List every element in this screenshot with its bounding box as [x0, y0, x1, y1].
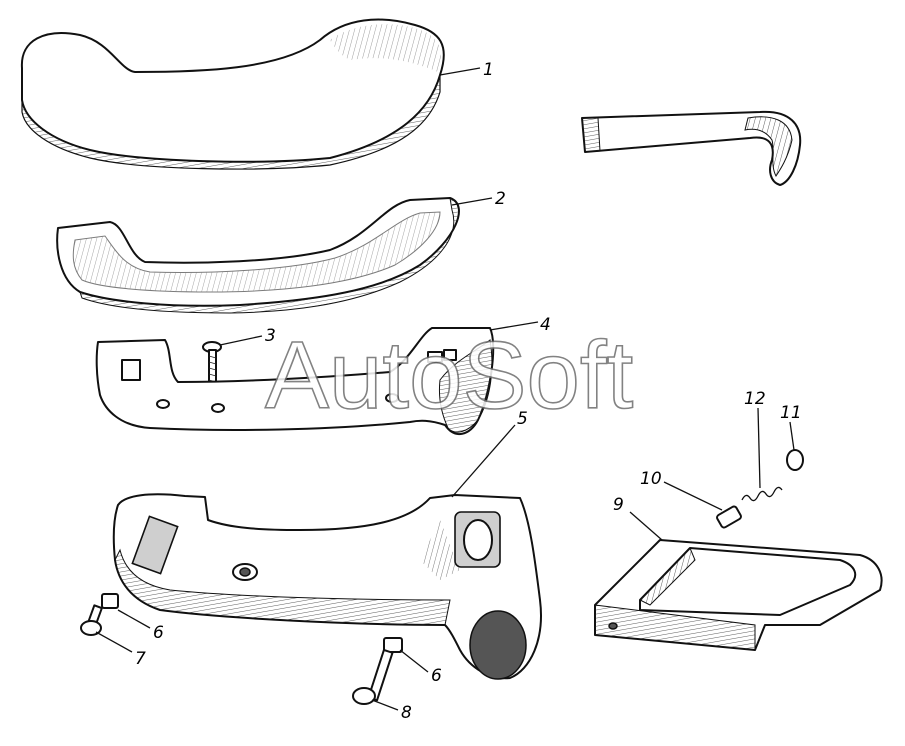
handle-detail [581, 110, 802, 186]
callout-12: 12 [744, 389, 766, 409]
part-1-armrest-pad [20, 18, 445, 170]
part-12-spring [741, 486, 783, 502]
leader-lines [95, 67, 795, 711]
callout-5: 5 [517, 409, 528, 429]
callout-8: 8 [401, 703, 412, 723]
callout-3: 3 [265, 326, 276, 346]
part-9-frame [594, 539, 883, 651]
part-11-cap [786, 449, 804, 471]
callout-7: 7 [135, 649, 146, 669]
part-2-base-plate [56, 197, 460, 314]
callout-labels: 1 2 3 4 5 6 6 7 8 9 10 11 12 [135, 60, 802, 723]
part-10-pin [716, 505, 742, 529]
watermark: AutoSoft [265, 322, 633, 429]
callout-1: 1 [483, 60, 494, 80]
part-3-screw [202, 341, 222, 387]
callout-10: 10 [640, 469, 662, 489]
callout-6a: 6 [153, 623, 164, 643]
callout-11: 11 [780, 403, 802, 423]
part-6-7-bolt-left [80, 593, 119, 636]
callout-9: 9 [613, 495, 624, 515]
part-5-housing [112, 493, 542, 680]
callout-4: 4 [540, 315, 551, 335]
callout-2: 2 [495, 189, 506, 209]
part-4-insert-bracket [95, 327, 495, 435]
callout-6b: 6 [431, 666, 442, 686]
part-6-8-bolt-bottom [352, 637, 403, 705]
